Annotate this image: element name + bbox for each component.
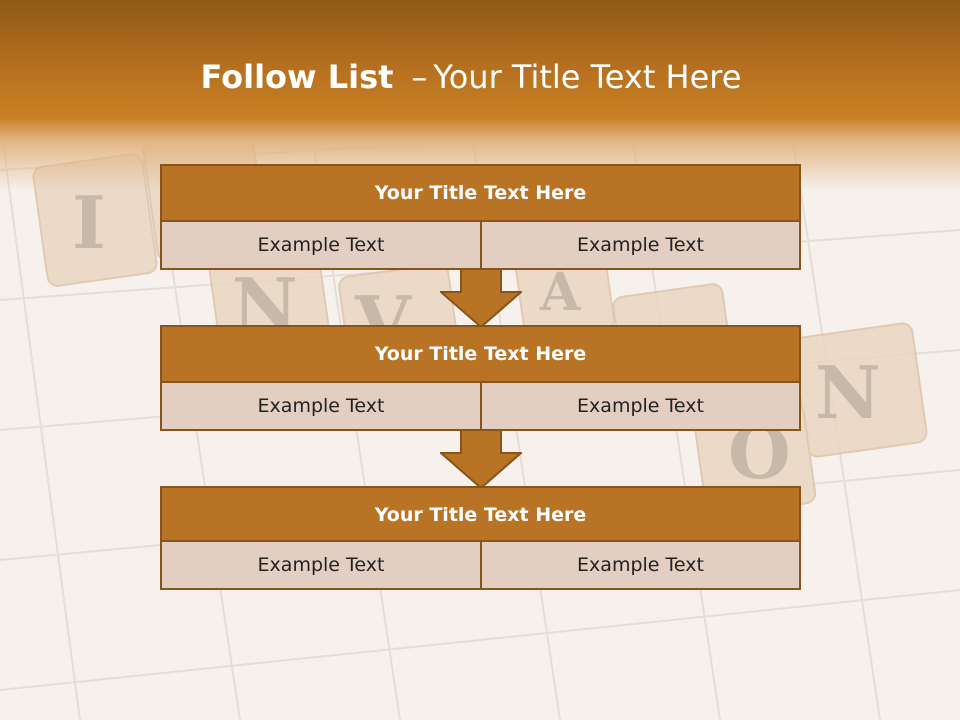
header-band [0, 0, 960, 190]
bg-letter: A [539, 262, 581, 323]
bg-letter: N [815, 350, 881, 435]
title-rest: Your Title Text Here [433, 58, 742, 96]
list-block-2: Your Title Text Here Example Text Exampl… [160, 325, 801, 431]
title-bold: Follow List [200, 58, 394, 96]
block-title: Your Title Text Here [160, 325, 801, 383]
block-cell-left: Example Text [160, 220, 482, 270]
down-arrow-icon [440, 427, 522, 489]
list-block-1: Your Title Text Here Example Text Exampl… [160, 164, 801, 270]
list-block-3: Your Title Text Here Example Text Exampl… [160, 486, 801, 592]
block-cell-left: Example Text [160, 540, 482, 590]
title-dash: – [411, 58, 428, 96]
block-cell-right: Example Text [480, 540, 801, 590]
block-cell-left: Example Text [160, 381, 482, 431]
down-arrow-icon [440, 266, 522, 328]
block-title: Your Title Text Here [160, 164, 801, 222]
block-title: Your Title Text Here [160, 486, 801, 544]
block-cell-right: Example Text [480, 381, 801, 431]
page-title: Follow List–Your Title Text Here [0, 55, 942, 99]
bg-letter: I [72, 180, 106, 265]
block-cell-right: Example Text [480, 220, 801, 270]
